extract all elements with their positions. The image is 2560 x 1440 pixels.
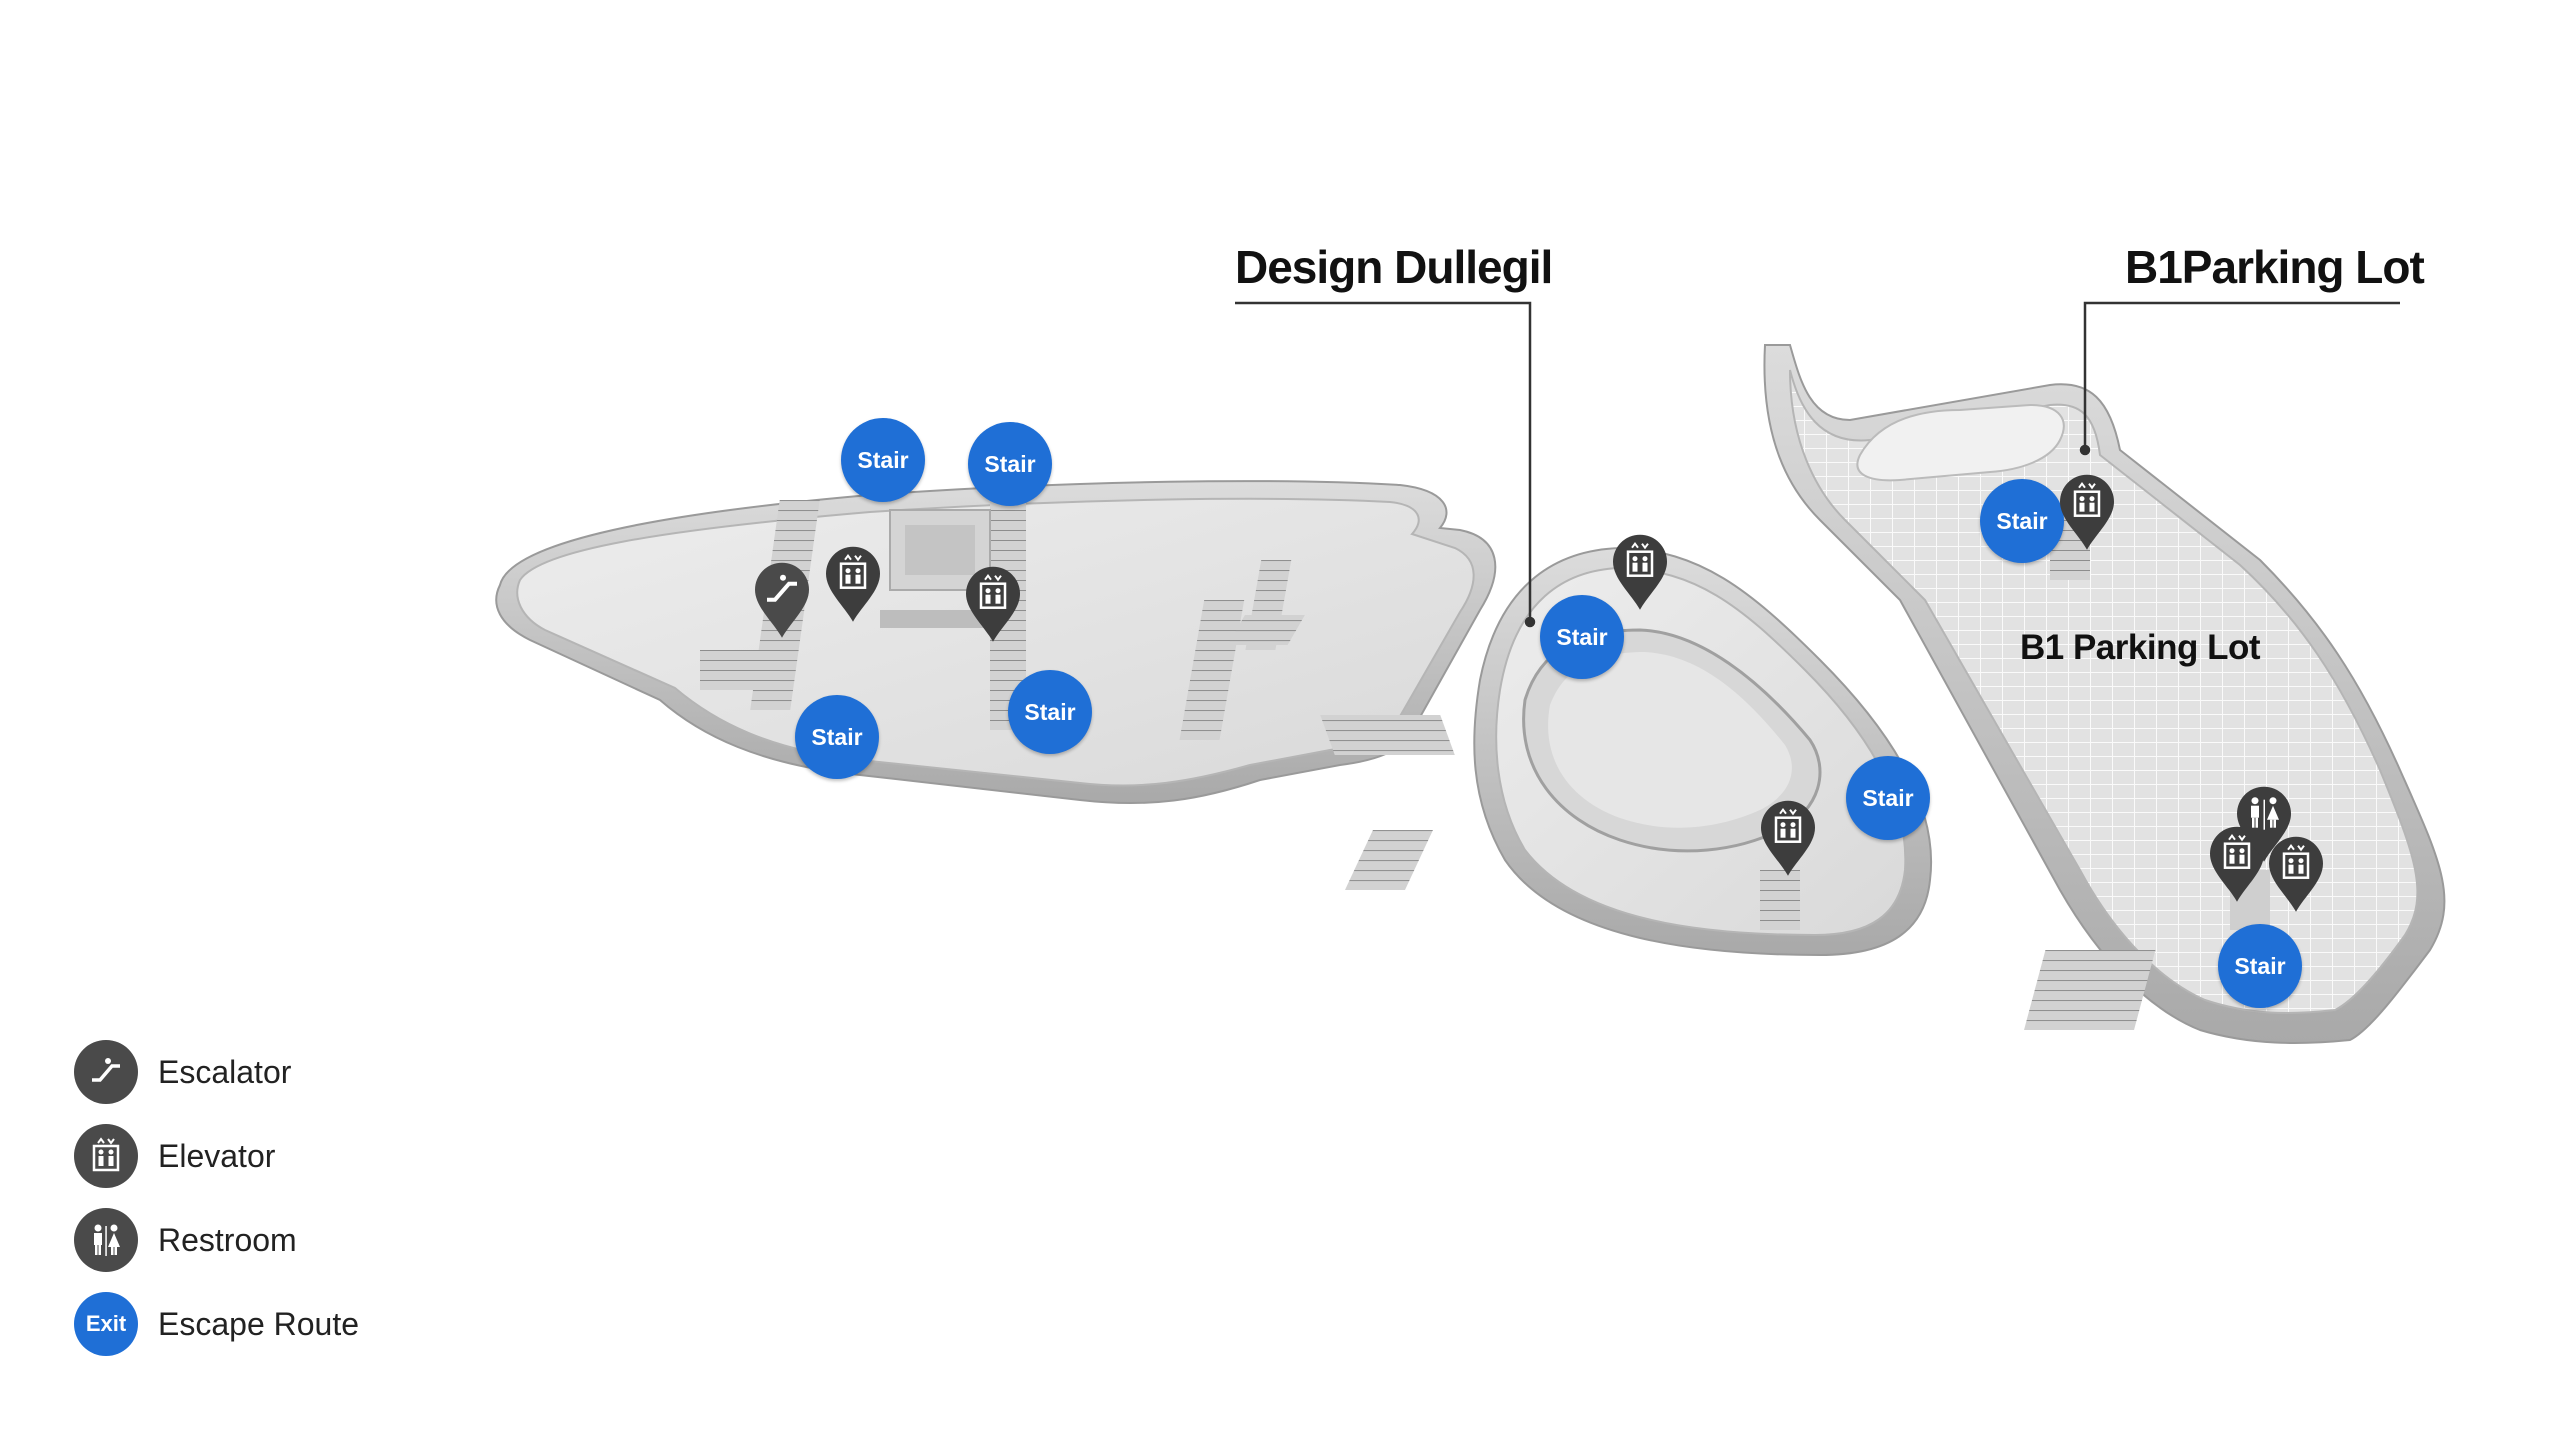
elevator-icon [826, 546, 880, 622]
left-zone [495, 480, 1497, 805]
stair-badge[interactable]: Stair [795, 695, 879, 779]
restroom-pin[interactable] [2235, 786, 2293, 864]
elevator-pin[interactable] [1611, 534, 1669, 612]
restroom-icon [74, 1208, 138, 1272]
elevator-icon [1761, 800, 1815, 876]
stair-badge[interactable]: Stair [1008, 670, 1092, 754]
design-dullegil-callout: Design Dullegil [1235, 241, 1553, 293]
callout-lines [1235, 301, 2400, 628]
elevator-pin[interactable] [1759, 800, 1817, 878]
legend-item-escape-route: Exit Escape Route [74, 1282, 359, 1366]
elevator-pin[interactable] [2267, 836, 2325, 914]
elevator-icon [966, 566, 1020, 642]
legend-item-elevator: Elevator [74, 1114, 359, 1198]
exit-badge-icon: Exit [74, 1292, 138, 1356]
stair-badge[interactable]: Stair [1540, 595, 1624, 679]
elevator-icon [2269, 836, 2323, 912]
stair-badge[interactable]: Stair [2218, 924, 2302, 1008]
stair-badge[interactable]: Stair [1846, 756, 1930, 840]
elevator-pin[interactable] [2058, 474, 2116, 552]
legend-label: Escape Route [158, 1305, 360, 1342]
legend-item-restroom: Restroom [74, 1198, 359, 1282]
b1-parking-zone-label: B1 Parking Lot [2020, 628, 2260, 667]
escalator-pin[interactable] [753, 562, 811, 640]
legend-label: Elevator [158, 1137, 276, 1174]
escalator-icon [755, 562, 809, 638]
stair-badge[interactable]: Stair [968, 422, 1052, 506]
elevator-icon [2210, 826, 2264, 902]
b1-parking-callout: B1Parking Lot [2125, 241, 2425, 293]
legend-label: Escalator [158, 1053, 292, 1090]
escalator-icon [74, 1040, 138, 1104]
elevator-pin[interactable] [2208, 826, 2266, 904]
legend-item-escalator: Escalator [74, 1030, 359, 1114]
elevator-icon [2060, 474, 2114, 550]
stair-badge[interactable]: Stair [841, 418, 925, 502]
stair-badge[interactable]: Stair [1980, 479, 2064, 563]
restroom-icon [2237, 786, 2291, 862]
elevator-pin[interactable] [964, 566, 1022, 644]
elevator-icon [1613, 534, 1667, 610]
legend-label: Restroom [158, 1221, 297, 1258]
elevator-pin[interactable] [824, 546, 882, 624]
elevator-icon [74, 1124, 138, 1188]
map-legend: Escalator Elevator Restroom Exit [74, 1030, 359, 1366]
